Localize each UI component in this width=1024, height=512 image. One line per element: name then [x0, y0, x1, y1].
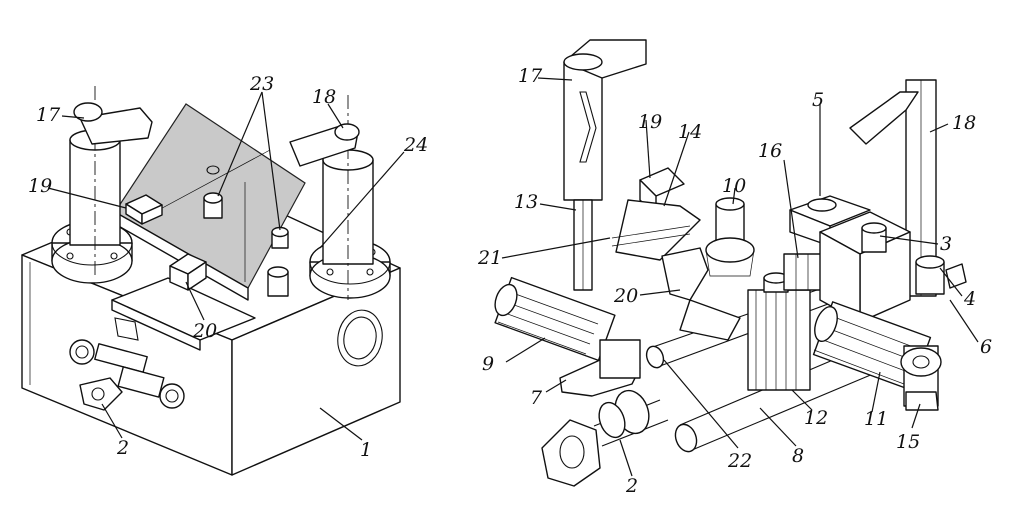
label-right-3: 3 — [940, 233, 952, 255]
left-leader-lines — [47, 91, 405, 441]
label-right-11: 11 — [864, 408, 888, 430]
label-right-20: 20 — [613, 285, 638, 307]
label-left-1: 1 — [360, 439, 372, 461]
left-pillar-assembly — [51, 86, 163, 284]
gear-rack-11 — [812, 301, 932, 391]
label-right-15: 15 — [896, 431, 920, 453]
label-left-20: 20 — [192, 320, 217, 342]
label-right-17: 17 — [518, 65, 543, 87]
block-20 — [169, 253, 207, 291]
right-pillar-assembly — [289, 95, 391, 300]
housing-block-5 — [789, 195, 967, 323]
gear-12-teeth — [755, 290, 797, 390]
rack-teeth-11 — [813, 313, 917, 385]
label-right-22: 22 — [727, 450, 752, 472]
support-rail — [111, 277, 256, 351]
label-left-23: 23 — [249, 73, 274, 95]
nut-assembly-2-right — [541, 389, 669, 487]
left-labels: 17 23 18 24 19 20 2 1 — [28, 73, 428, 461]
label-left-2: 2 — [116, 437, 129, 459]
label-right-19: 19 — [638, 111, 662, 133]
right-labels: 17 19 14 16 5 18 10 13 21 3 20 4 6 9 7 1… — [477, 65, 992, 497]
gear-12 — [747, 272, 811, 391]
label-right-18: 18 — [952, 112, 976, 134]
left-fixture-view: 17 23 18 24 19 20 2 1 — [21, 73, 428, 476]
gear-10 — [705, 197, 755, 277]
label-right-21: 21 — [477, 247, 502, 269]
nut-assembly-2 — [69, 339, 185, 411]
label-left-17: 17 — [36, 104, 61, 126]
label-right-13: 13 — [514, 191, 538, 213]
right-mechanism-view: 17 19 14 16 5 18 10 13 21 3 20 4 6 9 7 1… — [477, 39, 992, 497]
right-leader-lines — [501, 77, 979, 477]
label-right-2: 2 — [625, 475, 638, 497]
label-right-8: 8 — [792, 445, 804, 467]
claw-20 — [661, 247, 741, 341]
clamp-block-14 — [611, 167, 701, 261]
label-right-4: 4 — [963, 288, 976, 310]
label-right-10: 10 — [722, 175, 746, 197]
label-right-12: 12 — [804, 407, 828, 429]
label-right-16: 16 — [758, 140, 782, 162]
screw-posts — [203, 165, 289, 297]
label-right-9: 9 — [482, 353, 494, 375]
label-left-24: 24 — [403, 134, 428, 156]
label-right-5: 5 — [812, 89, 824, 111]
gear-7 — [559, 339, 641, 397]
column-17 — [563, 39, 647, 291]
label-right-7: 7 — [530, 387, 543, 409]
label-right-14: 14 — [678, 121, 702, 143]
label-right-6: 6 — [980, 336, 992, 358]
gear-rack-9 — [494, 276, 616, 362]
gear-15 — [900, 345, 942, 411]
label-left-19: 19 — [28, 175, 52, 197]
rack-teeth-9 — [497, 291, 599, 355]
label-left-18: 18 — [312, 86, 336, 108]
